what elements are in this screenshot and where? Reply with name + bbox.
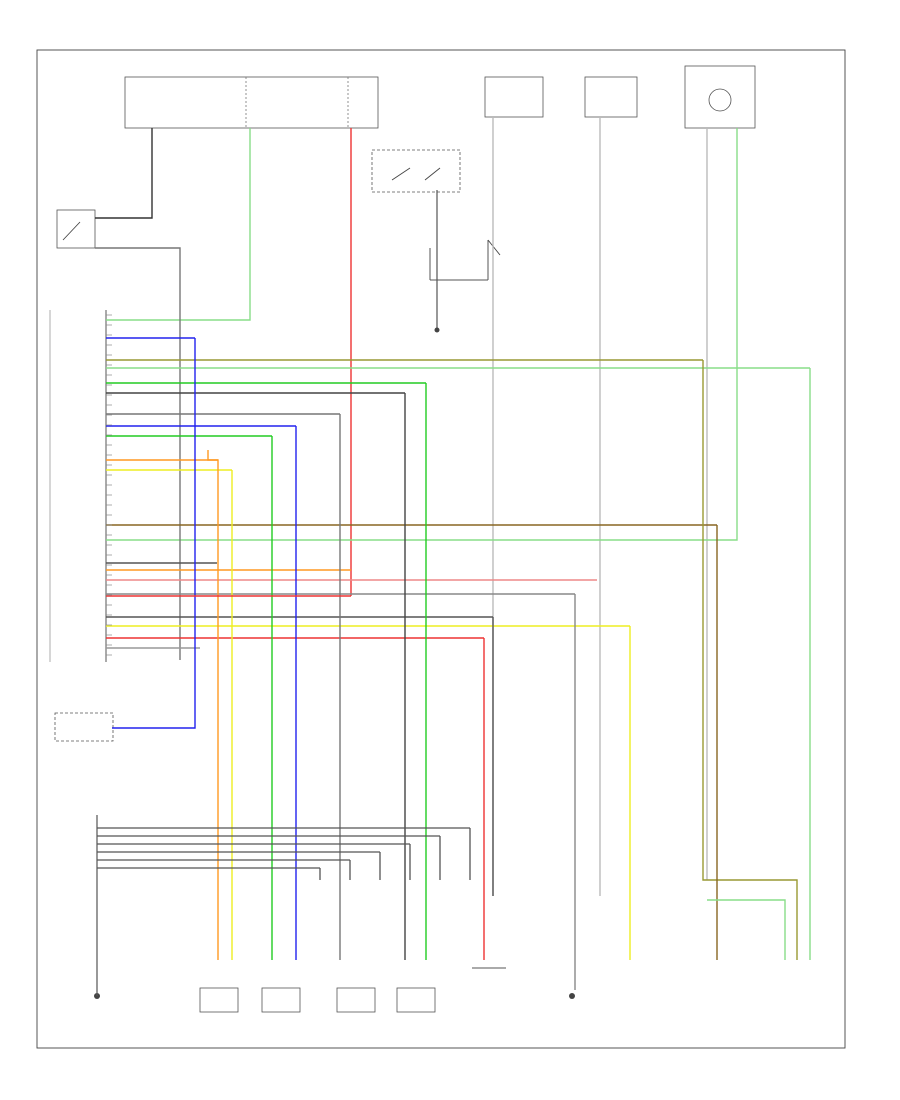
drop-orange-1: [207, 450, 219, 960]
ignition-switch: [371, 149, 461, 193]
brake-switch: [56, 209, 96, 249]
tcm-box: [54, 712, 114, 742]
ground-block: [429, 190, 501, 333]
sensor-s1: [199, 987, 239, 1013]
sensor-s4: [396, 987, 436, 1013]
sensor-s2: [261, 987, 301, 1013]
wire-ind-b: [106, 128, 738, 541]
indicator-box: [684, 65, 756, 129]
ecm-connector: [49, 310, 107, 662]
diagram-frame: [36, 49, 846, 1049]
drop-olive-1: [702, 360, 798, 960]
wire-box1-green: [106, 128, 251, 321]
bottom-connector: [96, 815, 471, 996]
fuse-box-1: [124, 76, 379, 129]
drop-lightgreen-ind: [707, 899, 786, 960]
fuse-box-3: [584, 76, 638, 118]
ground-point-mid: [569, 993, 575, 999]
wire-brake-black: [95, 247, 181, 660]
ecm-pins: [106, 314, 112, 656]
fuse-box-2: [484, 76, 544, 118]
wire-box1-black: [95, 128, 153, 219]
top-power-boxes: [124, 65, 756, 129]
drop-blue-top: [112, 338, 196, 729]
sensor-s3: [336, 987, 376, 1013]
sensor-row: [94, 967, 575, 1013]
wire-harness: [95, 117, 811, 990]
